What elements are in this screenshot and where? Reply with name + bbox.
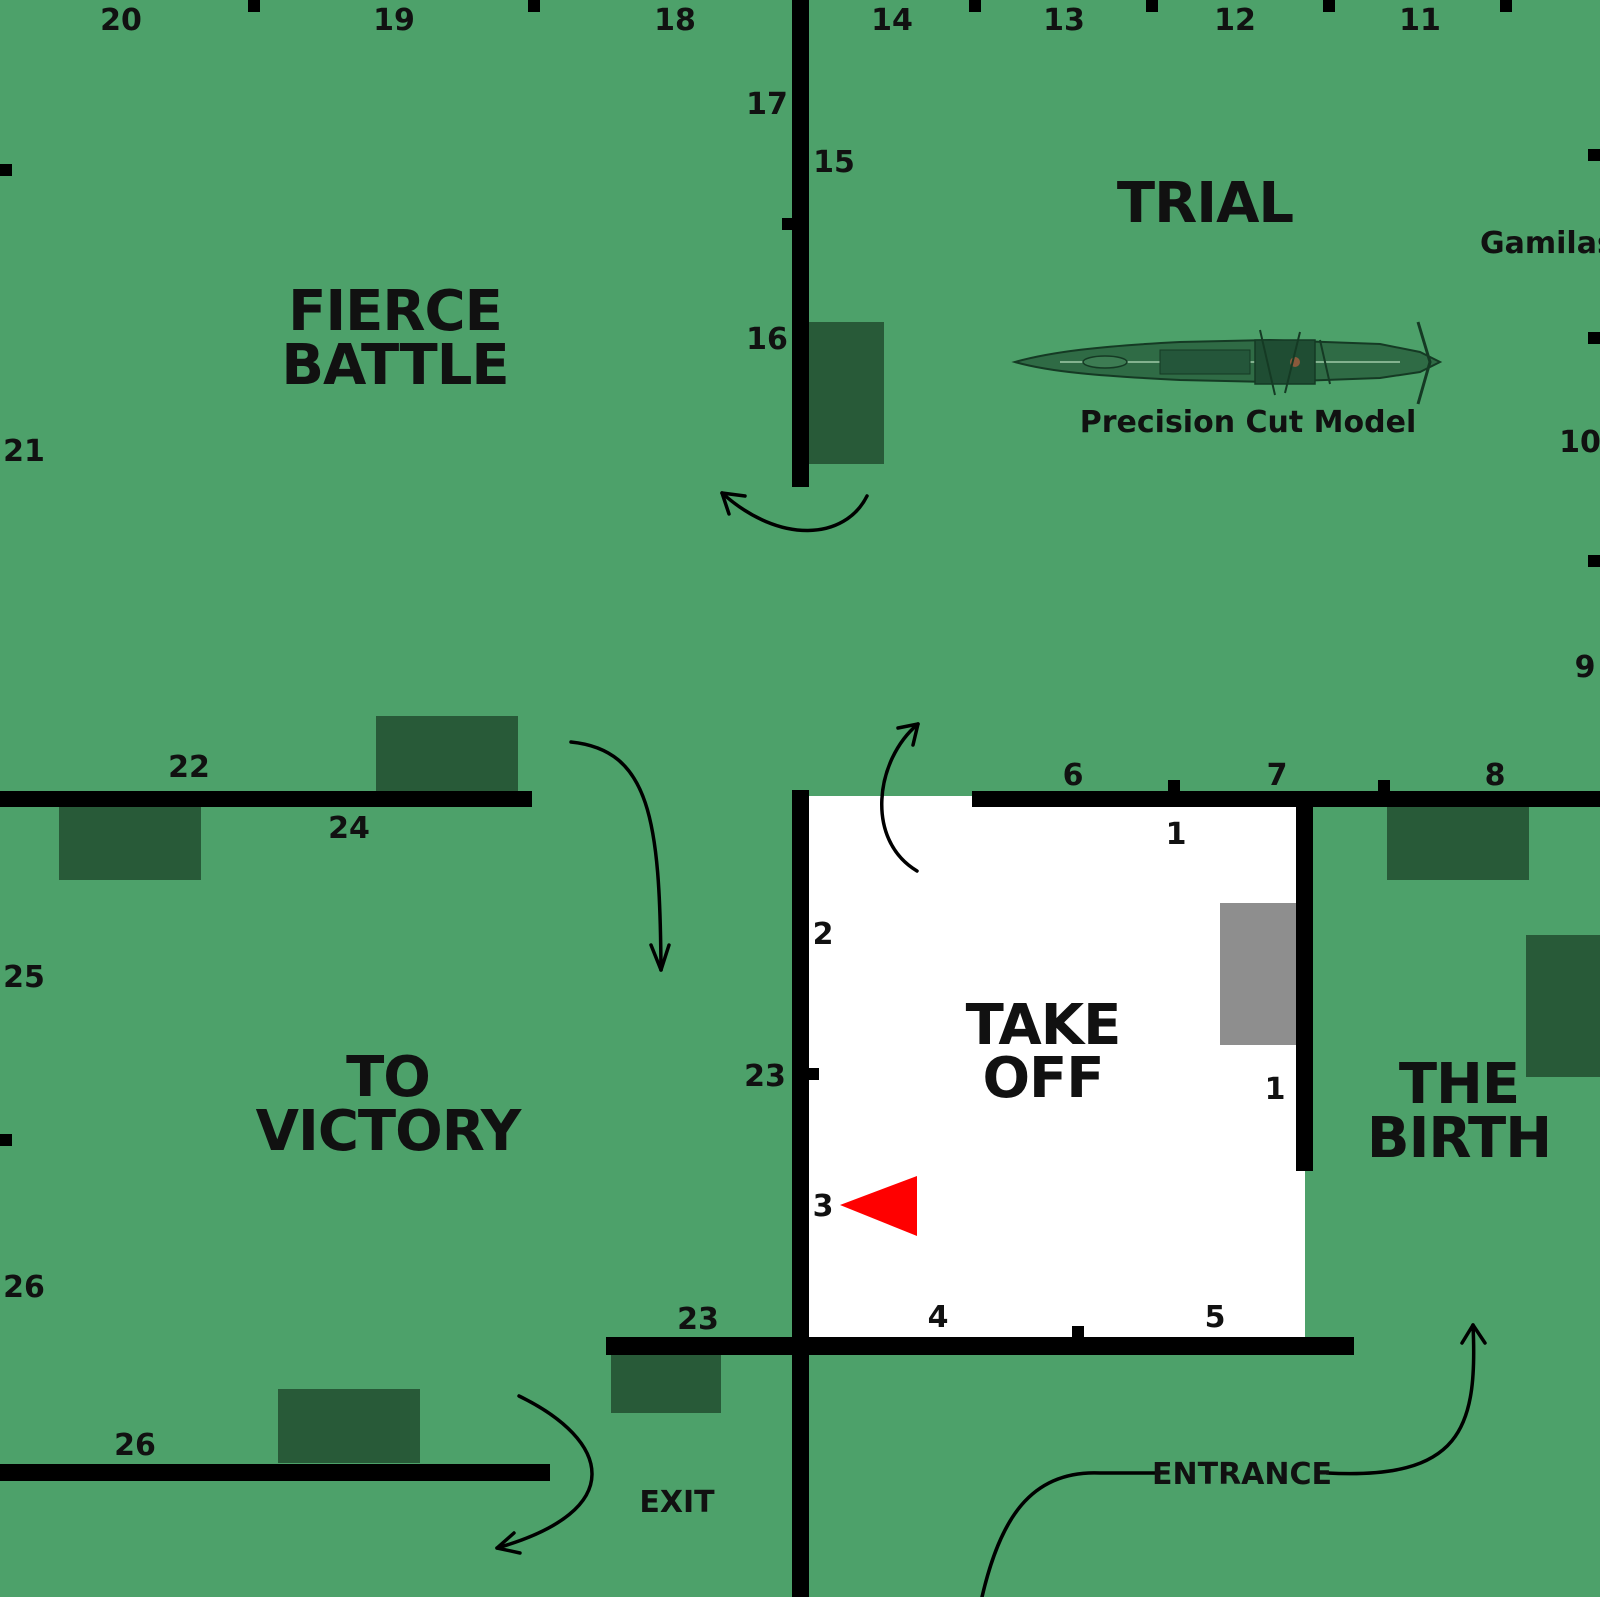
exhibit-number: 8 <box>1485 758 1506 793</box>
exhibit-number: 5 <box>1205 1300 1226 1335</box>
tick-mark <box>782 218 794 230</box>
yamato-ship-model-icon <box>1011 321 1443 405</box>
exhibit-number: 14 <box>871 3 913 38</box>
exhibit-number: 23 <box>744 1059 786 1094</box>
tick-mark <box>1323 0 1335 12</box>
curved-arrow-icon <box>720 491 869 533</box>
exhibit-number: 13 <box>1043 3 1085 38</box>
wall <box>1296 801 1313 1171</box>
exhibit-number: 20 <box>100 3 142 38</box>
tick-marks <box>0 0 1600 1338</box>
display-panel <box>376 716 518 794</box>
grey-display-panel <box>1220 903 1296 1045</box>
entrance-label: ENTRANCE <box>1152 1457 1332 1492</box>
curved-arrow-icon <box>569 740 671 972</box>
display-panel <box>1526 935 1600 1077</box>
tick-mark <box>1588 555 1600 567</box>
display-panel <box>611 1353 721 1413</box>
room-label-take-off: OFF <box>982 1046 1103 1111</box>
exhibit-number: 22 <box>168 750 210 785</box>
tick-mark <box>1378 780 1390 792</box>
exhibit-number: 17 <box>746 87 788 122</box>
exhibit-number: 25 <box>3 960 45 995</box>
curved-arrow-icon <box>880 722 920 873</box>
display-panel <box>808 322 884 464</box>
curved-arrow-icon <box>495 1394 594 1555</box>
display-panel <box>1387 806 1529 880</box>
tick-mark <box>528 0 540 12</box>
tick-mark <box>1168 780 1180 792</box>
wall <box>0 791 532 807</box>
exhibit-number: 10 <box>1559 425 1600 460</box>
exhibit-number: 23 <box>677 1302 719 1337</box>
room-label-the-birth: THE <box>1399 1052 1519 1117</box>
you-are-here-marker-icon <box>840 1176 917 1236</box>
entrance-path <box>980 1471 1162 1597</box>
exhibit-numbers: 20 19 18 14 13 12 11 17 15 16 21 10 9 22… <box>3 3 1600 1463</box>
room-label-fierce-battle: FIERCE <box>288 279 502 344</box>
precision-cut-model-label: Precision Cut Model <box>1080 405 1416 440</box>
wall <box>972 791 1600 807</box>
tick-mark <box>1588 149 1600 161</box>
take-off-room-floor <box>800 796 1305 1339</box>
exhibit-number: 26 <box>3 1270 45 1305</box>
exhibit-number: 1 <box>1265 1072 1286 1107</box>
exhibit-number: 18 <box>654 3 696 38</box>
room-label-take-off: TAKE <box>966 993 1121 1058</box>
exhibit-number: 16 <box>746 322 788 357</box>
exhibit-number: 2 <box>813 917 834 952</box>
room-label-fierce-battle: BATTLE <box>281 333 508 398</box>
display-panel <box>59 806 201 880</box>
exhibit-number: 24 <box>328 811 370 846</box>
room-label-trial: TRIAL <box>1117 171 1293 236</box>
tick-mark <box>969 0 981 12</box>
wall <box>792 790 809 1597</box>
room-label-to-victory: TO <box>346 1045 430 1110</box>
tick-mark <box>1072 1326 1084 1338</box>
exhibit-number: 9 <box>1575 650 1596 685</box>
room-label-to-victory: VICTORY <box>256 1099 523 1164</box>
exhibit-number: 4 <box>928 1300 949 1335</box>
tick-mark <box>1500 0 1512 12</box>
wall <box>792 0 809 487</box>
exhibit-number: 19 <box>373 3 415 38</box>
display-panel <box>278 1389 420 1463</box>
tick-mark <box>1146 0 1158 12</box>
exhibit-number: 7 <box>1267 758 1288 793</box>
exhibit-number: 21 <box>3 434 45 469</box>
tick-mark <box>807 1068 819 1080</box>
exit-label: EXIT <box>639 1485 715 1520</box>
room-label-the-birth: BIRTH <box>1367 1106 1551 1171</box>
tick-mark <box>0 164 12 176</box>
wall <box>606 1337 1354 1355</box>
tick-mark <box>0 1134 12 1146</box>
exhibit-number: 15 <box>813 145 855 180</box>
exhibit-number: 26 <box>114 1428 156 1463</box>
exhibit-number: 11 <box>1399 3 1441 38</box>
flow-arrows <box>495 491 1487 1597</box>
gamilas-label: Gamilas <box>1480 226 1600 261</box>
curved-arrow-icon <box>1325 1323 1487 1476</box>
exhibit-number: 3 <box>813 1189 834 1224</box>
exhibit-number: 1 <box>1166 817 1187 852</box>
exhibit-number: 12 <box>1214 3 1256 38</box>
wall <box>0 1464 550 1481</box>
tick-mark <box>248 0 260 12</box>
tick-mark <box>1588 332 1600 344</box>
exhibit-number: 6 <box>1063 758 1084 793</box>
